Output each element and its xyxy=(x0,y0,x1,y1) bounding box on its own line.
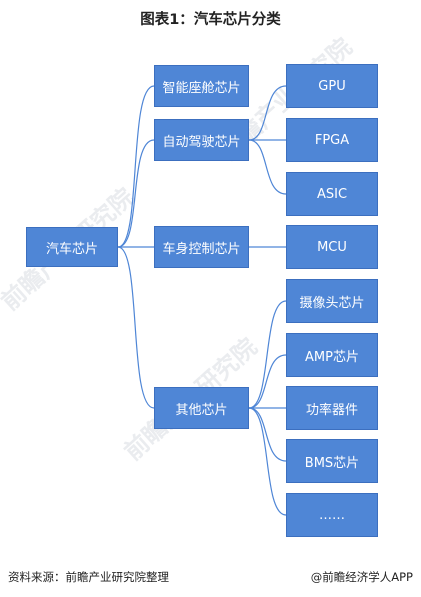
connector-ad-gpu xyxy=(248,85,287,141)
diagram-title: 图表1：汽车芯片分类 xyxy=(140,12,281,28)
node-amp-chip: AMP芯片 xyxy=(286,333,378,377)
node-more: …… xyxy=(286,493,378,537)
node-power-device: 功率器件 xyxy=(286,386,378,430)
connector-other-bms xyxy=(248,407,287,462)
connector-root-autonomous-driving xyxy=(117,139,155,248)
connector-ad-asic xyxy=(248,139,287,195)
node-bms-chip: BMS芯片 xyxy=(286,439,378,483)
connector-root-smart-cockpit xyxy=(117,85,155,248)
connector-root-other xyxy=(117,246,155,409)
node-asic: ASIC xyxy=(286,172,378,216)
node-mcu: MCU xyxy=(286,225,378,269)
node-camera-chip: 摄像头芯片 xyxy=(286,279,378,323)
brand-credit: @前瞻经济学人APP xyxy=(310,570,413,584)
connector-other-camera xyxy=(248,300,287,409)
source-note: 资料来源：前瞻产业研究院整理 xyxy=(8,570,169,584)
node-autonomous-driving-chip: 自动驾驶芯片 xyxy=(154,119,249,161)
node-body-control-chip: 车身控制芯片 xyxy=(154,226,249,268)
connector-other-amp xyxy=(248,354,287,409)
node-gpu: GPU xyxy=(286,64,378,108)
node-other-chips: 其他芯片 xyxy=(154,387,249,429)
node-smart-cockpit-chip: 智能座舱芯片 xyxy=(154,65,249,107)
connector-other-more xyxy=(248,407,287,516)
node-root: 汽车芯片 xyxy=(26,227,118,267)
node-fpga: FPGA xyxy=(286,118,378,162)
